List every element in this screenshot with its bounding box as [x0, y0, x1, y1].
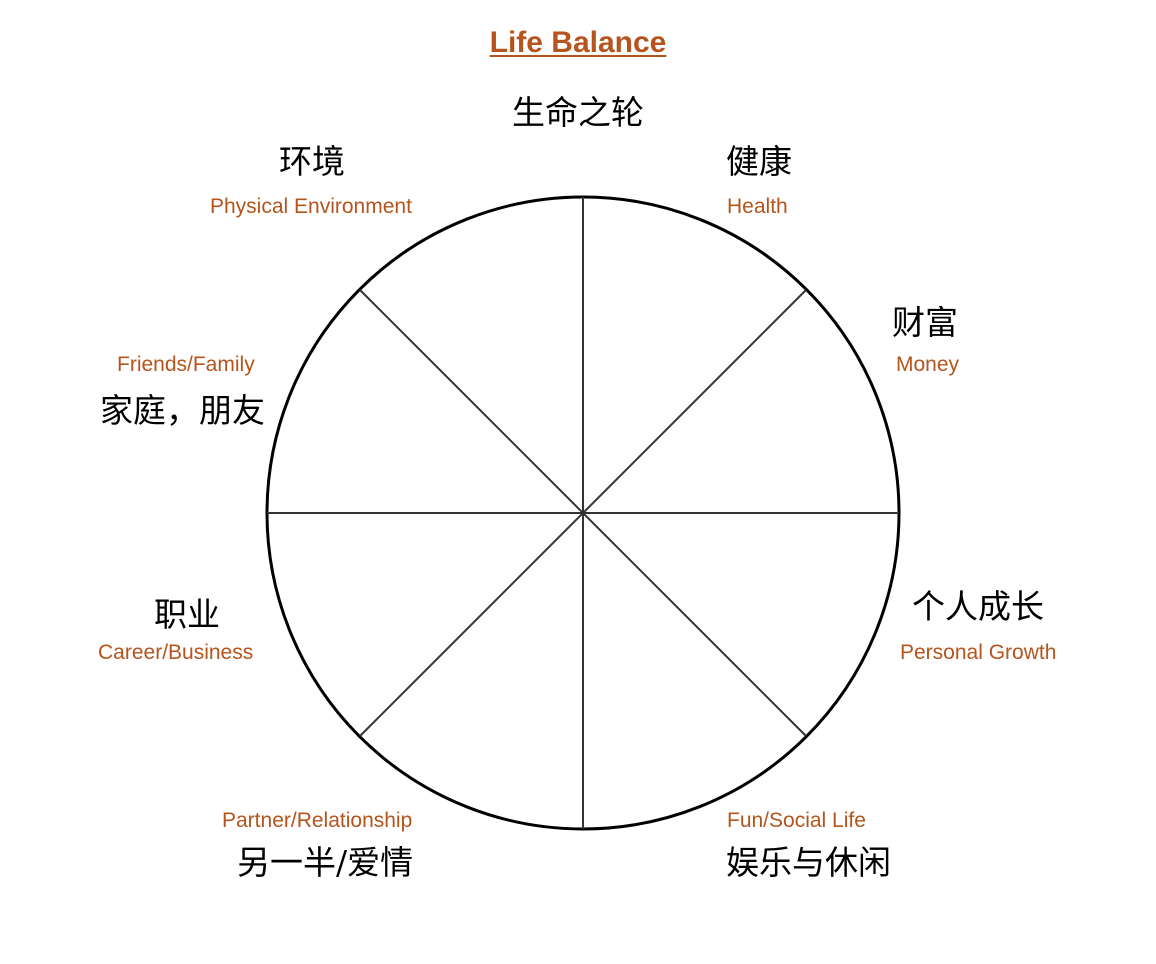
- segment-health-zh: 健康: [726, 142, 792, 181]
- segment-partner-relationship-zh: 另一半/爱情: [237, 843, 414, 882]
- segment-friends-family-en: Friends/Family: [117, 353, 255, 376]
- segment-money-en: Money: [896, 353, 960, 376]
- segment-friends-family-zh: 家庭，朋友: [100, 391, 265, 430]
- segment-fun-social-life-zh: 娱乐与休闲: [726, 843, 891, 882]
- segment-health-en: Health: [727, 195, 788, 218]
- segment-career-business-zh: 职业: [154, 595, 220, 634]
- segment-money-zh: 财富: [892, 303, 958, 342]
- segment-personal-growth-zh: 个人成长: [912, 587, 1044, 626]
- segment-physical-environment-en: Physical Environment: [210, 195, 412, 218]
- segment-career-business-en: Career/Business: [98, 641, 254, 664]
- diagram-title: Life Balance: [489, 26, 667, 59]
- segment-partner-relationship-en: Partner/Relationship: [222, 809, 413, 832]
- segment-physical-environment-zh: 环境: [279, 142, 345, 181]
- wheel-spoke-diagonal-nw-se: [359, 289, 807, 737]
- segment-personal-growth-en: Personal Growth: [900, 641, 1057, 664]
- diagram-subtitle: 生命之轮: [512, 93, 644, 132]
- segment-fun-social-life-en: Fun/Social Life: [727, 809, 866, 832]
